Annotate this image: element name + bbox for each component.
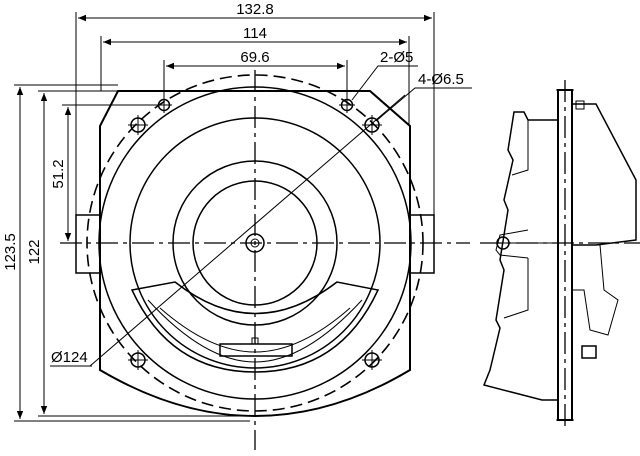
side-terminal — [581, 345, 597, 359]
large-mount-holes — [128, 115, 382, 370]
small-mount-holes — [156, 97, 355, 113]
front-view — [60, 70, 470, 450]
dim-body-height: 122 — [26, 239, 43, 264]
dim-mount-width: 114 — [243, 25, 267, 42]
dim-overall-width: 132.8 — [236, 1, 274, 18]
left-mount-tab — [75, 214, 101, 274]
hole-top-right — [362, 115, 382, 135]
dim-hole-spacing: 69.6 — [240, 49, 269, 66]
hole-top-left — [128, 115, 148, 135]
dim-small-holes: 2-Ø5 — [380, 49, 413, 66]
lower-crescent — [130, 281, 380, 373]
terminal-block — [219, 343, 293, 357]
side-basket-profile — [482, 111, 558, 401]
dim-large-holes: 4-Ø6.5 — [418, 71, 464, 88]
dimension-labels: 132.8 114 69.6 2-Ø5 4-Ø6.5 123.5 122 51.… — [2, 1, 464, 366]
dim-overall-height: 123.5 — [2, 233, 19, 271]
hole-bottom-left — [128, 350, 148, 370]
side-view — [480, 80, 640, 430]
hole-bottom-right — [362, 350, 382, 370]
dimension-lines — [14, 12, 472, 422]
small-hole-left — [156, 97, 172, 113]
dim-diameter: Ø124 — [51, 349, 88, 366]
right-mount-tab — [409, 214, 435, 274]
diameter-leader — [89, 94, 406, 367]
small-hole-right — [339, 97, 355, 113]
dim-offset-height: 51.2 — [50, 159, 67, 188]
side-rear-housing — [572, 103, 637, 246]
